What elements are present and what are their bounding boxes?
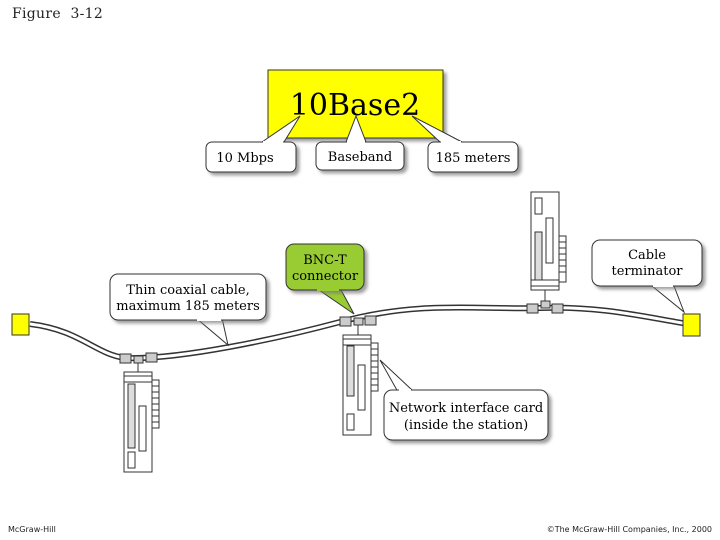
callout-cable-line1: Thin coaxial cable, [126,283,249,298]
callout-nic-line1: Network interface card [389,401,543,416]
callout-bnc: BNC-T connector [285,243,365,315]
nic-card-center [342,334,379,436]
nic-card-left [123,371,160,473]
callout-bnc-line2: connector [292,269,359,284]
callout-bnc-line1: BNC-T [303,253,347,268]
figure-title: Figure 3-12 [12,6,104,22]
property-box-length: 185 meters [411,115,519,173]
callout-terminator-line2: terminator [611,264,683,279]
terminator-right [682,313,701,337]
property-box-speed: 10 Mbps [205,115,301,173]
property-box-signal: Baseband [315,114,405,171]
title-label: 10Base2 [290,88,420,123]
bnc-connector-center [339,315,377,335]
footer-publisher: McGraw-Hill [8,525,56,534]
callout-terminator: Cable terminator [591,239,703,314]
property-signal: Baseband [328,150,392,165]
property-length: 185 meters [436,151,511,166]
footer-copyright: ©The McGraw-Hill Companies, Inc., 2000 [546,525,712,534]
terminator-left [11,313,30,336]
bnc-connector-left [119,352,158,372]
property-speed: 10 Mbps [216,151,273,166]
callout-cable: Thin coaxial cable, maximum 185 meters [109,273,267,347]
callout-cable-line2: maximum 185 meters [116,299,260,314]
callout-nic-line2: (inside the station) [404,418,528,433]
nic-card-right [530,191,567,291]
callout-terminator-line1: Cable [628,248,666,263]
callout-nic: Network interface card (inside the stati… [379,359,549,441]
bnc-connector-right [526,290,564,314]
